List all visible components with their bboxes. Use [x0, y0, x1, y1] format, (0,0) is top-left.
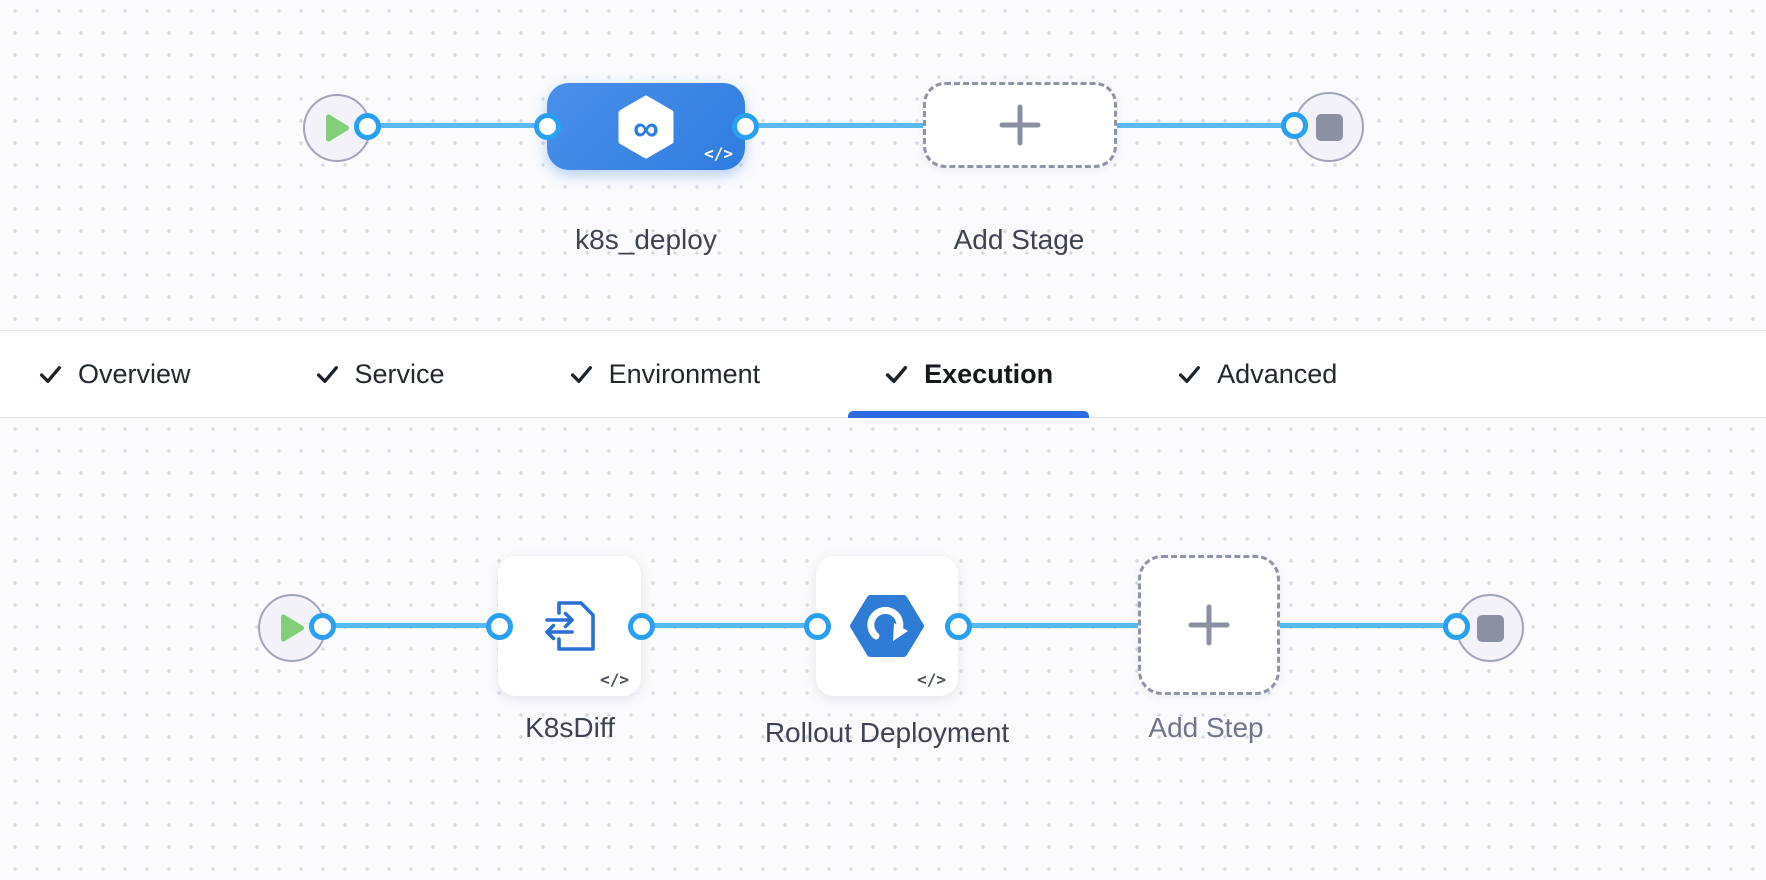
add-step-button[interactable]: [1138, 555, 1280, 695]
plus-icon: [1188, 604, 1230, 646]
yaml-code-badge: </>: [600, 670, 629, 689]
tab-advanced[interactable]: Advanced: [1141, 331, 1373, 417]
check-icon: [316, 365, 338, 383]
connector-port[interactable]: [803, 612, 831, 640]
active-tab-underline: [848, 411, 1090, 418]
play-icon: [280, 614, 304, 642]
check-icon: [570, 365, 592, 383]
connector-port[interactable]: [627, 612, 655, 640]
tab-label: Advanced: [1217, 358, 1338, 389]
infinity-icon: ∞: [633, 107, 659, 148]
check-icon: [39, 365, 62, 383]
add-step-label: Add Step: [1148, 712, 1264, 743]
connector-port[interactable]: [1280, 111, 1308, 139]
connector-port[interactable]: [308, 612, 336, 640]
stage-start-node[interactable]: [303, 94, 371, 162]
connector-port[interactable]: [353, 112, 381, 140]
connector-port[interactable]: [731, 112, 759, 140]
step-label-k8sdiff: K8sDiff: [525, 712, 615, 743]
stop-icon: [1315, 113, 1343, 141]
rollout-deployment-icon: [850, 595, 924, 657]
stage-label: k8s_deploy: [575, 224, 717, 255]
step-label-rollout-deployment: Rollout Deployment: [764, 717, 1010, 748]
play-icon: [325, 114, 349, 142]
stage-connector-line: [367, 123, 1294, 128]
stop-icon: [1476, 614, 1504, 642]
check-icon: [1179, 365, 1201, 383]
step-card-k8sdiff[interactable]: </>: [498, 556, 641, 696]
add-stage-button[interactable]: [923, 82, 1117, 168]
tab-execution[interactable]: Execution: [848, 331, 1090, 418]
stage-config-tabbar: Overview Service Environment Execution A…: [0, 330, 1766, 418]
tab-label: Environment: [608, 358, 761, 389]
stage-node-k8s-deploy[interactable]: ∞ </>: [547, 83, 745, 170]
connector-port[interactable]: [533, 112, 561, 140]
add-stage-label: Add Stage: [953, 224, 1085, 255]
connector-port[interactable]: [944, 612, 972, 640]
connector-port[interactable]: [485, 612, 513, 640]
tab-label: Overview: [78, 358, 191, 389]
cd-stage-hexagon-icon: ∞: [618, 95, 674, 158]
k8s-diff-icon: [544, 601, 595, 651]
connector-port[interactable]: [1442, 612, 1470, 640]
tab-label: Execution: [924, 358, 1054, 389]
plus-icon: [999, 104, 1041, 146]
tab-overview[interactable]: Overview: [2, 331, 227, 417]
yaml-code-badge: </>: [704, 144, 733, 163]
yaml-code-badge: </>: [917, 670, 946, 689]
step-card-rollout-deployment[interactable]: </>: [816, 556, 958, 696]
tab-label: Service: [354, 358, 445, 389]
stage-end-node[interactable]: [1294, 92, 1364, 162]
tab-environment[interactable]: Environment: [533, 331, 797, 417]
check-icon: [886, 365, 908, 383]
tab-service[interactable]: Service: [279, 331, 481, 417]
